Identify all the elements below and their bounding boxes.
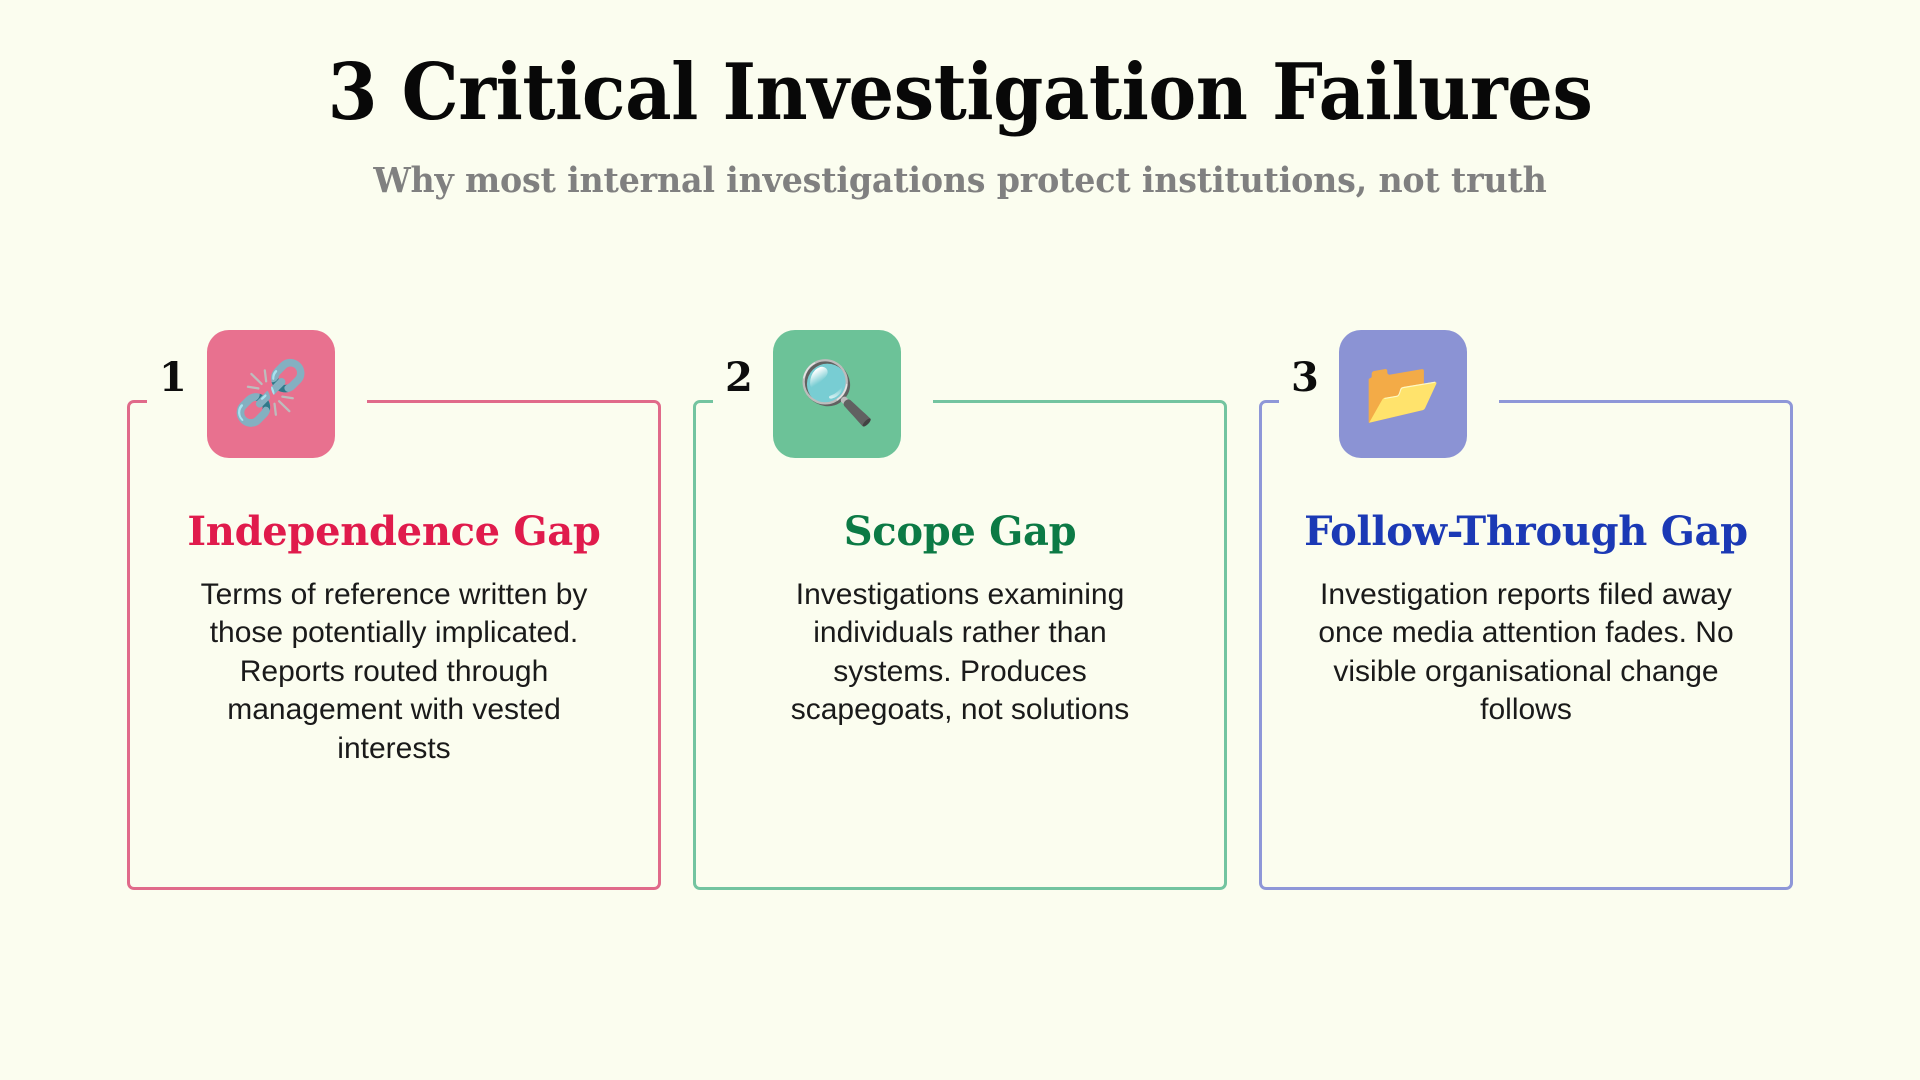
card-number: 2: [725, 354, 753, 401]
card-body: Follow-Through Gap Investigation reports…: [1259, 510, 1793, 730]
card-number: 1: [159, 354, 187, 401]
page-subtitle: Why most internal investigations protect…: [373, 159, 1547, 201]
card-title: Scope Gap: [843, 508, 1077, 555]
card-border: [693, 400, 1227, 890]
card-title: Independence Gap: [187, 508, 601, 555]
card-body: Scope Gap Investigations examining indiv…: [693, 510, 1227, 730]
magnifying-glass-icon-tile: 🔍: [773, 330, 901, 458]
card-follow-through-gap: 3 📂 Follow-Through Gap Investigation rep…: [1259, 330, 1793, 890]
magnifying-glass-icon: 🔍: [798, 359, 876, 428]
header: 3 Critical Investigation Failures Why mo…: [0, 0, 1920, 201]
open-folder-icon-tile: 📂: [1339, 330, 1467, 458]
cards-row: 1 ⛓️‍💥 Independence Gap Terms of referen…: [0, 330, 1920, 890]
card-independence-gap: 1 ⛓️‍💥 Independence Gap Terms of referen…: [127, 330, 661, 890]
card-number: 3: [1291, 354, 1319, 401]
card-description: Terms of reference written by those pote…: [200, 578, 588, 765]
card-border: [127, 400, 661, 890]
broken-chain-icon-tile: ⛓️‍💥: [207, 330, 335, 458]
card-description: Investigation reports filed away once me…: [1318, 578, 1734, 727]
broken-chain-icon: ⛓️‍💥: [232, 359, 310, 428]
page-title: 3 Critical Investigation Failures: [327, 47, 1593, 138]
card-title: Follow-Through Gap: [1304, 508, 1748, 555]
card-scope-gap: 2 🔍 Scope Gap Investigations examining i…: [693, 330, 1227, 890]
open-folder-icon: 📂: [1364, 359, 1442, 428]
card-body: Independence Gap Terms of reference writ…: [127, 510, 661, 768]
card-description: Investigations examining individuals rat…: [790, 578, 1130, 727]
card-border: [1259, 400, 1793, 890]
